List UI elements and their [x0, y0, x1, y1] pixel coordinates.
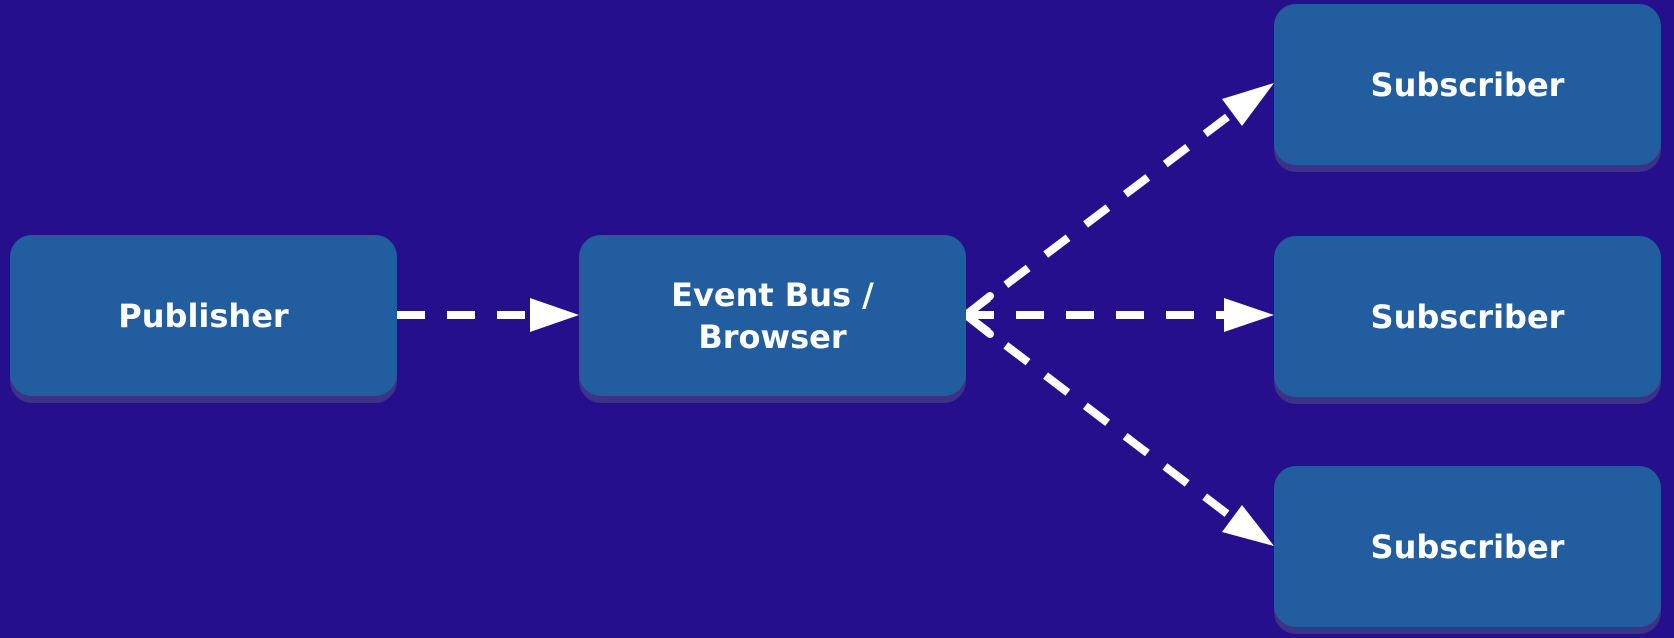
arrow-event-bus-to-subscriber-middle — [966, 298, 1274, 332]
event-bus-node: Event Bus / Browser — [579, 235, 966, 396]
connector-line — [963, 108, 1237, 319]
arrowhead-icon — [1222, 505, 1274, 546]
publisher-node: Publisher — [10, 235, 397, 396]
subscriber-node-bottom: Subscriber — [1274, 466, 1661, 627]
arrow-publisher-to-event-bus — [397, 298, 579, 332]
arrow-event-bus-to-subscriber-top — [963, 83, 1274, 319]
arrowhead-icon — [530, 298, 579, 332]
chevron-left-icon — [962, 292, 994, 338]
subscriber-node-top: Subscriber — [1274, 4, 1661, 165]
arrow-event-bus-to-subscriber-bottom — [963, 311, 1274, 546]
arrowhead-icon — [1222, 83, 1274, 126]
subscriber-node-middle: Subscriber — [1274, 236, 1661, 397]
arrowhead-icon — [1224, 298, 1274, 332]
connector-line — [963, 311, 1237, 523]
